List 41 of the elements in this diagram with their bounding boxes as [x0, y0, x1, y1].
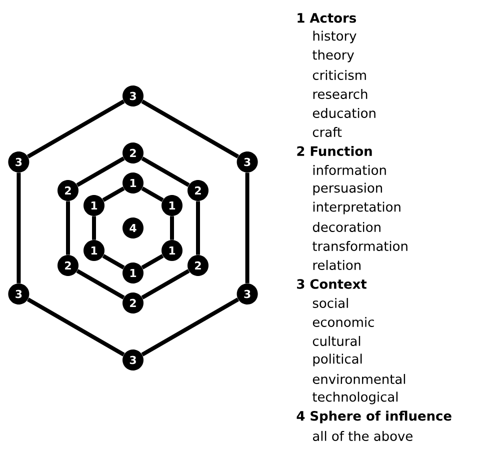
hexagon-side [102, 254, 125, 270]
list-item: technological [312, 392, 398, 404]
hexagon-side [141, 269, 190, 300]
list-item: all of the above [312, 430, 412, 441]
hexagon-side [16, 172, 21, 284]
hexagon-side [141, 156, 190, 187]
hexagon-side [26, 298, 125, 356]
hexagon-side [76, 269, 125, 300]
list-item: relation [313, 260, 360, 270]
list-item: political [313, 354, 362, 366]
hexagon-side [170, 216, 174, 240]
hexagon-side [141, 298, 240, 356]
list-item: cultural [312, 336, 360, 346]
hexagon-side [102, 186, 125, 202]
list-item: theory [312, 50, 354, 62]
list-item: transformation [312, 240, 408, 251]
list-item: interpretation [313, 202, 400, 214]
list-item: persuasion [313, 182, 382, 196]
hexagon-side [26, 100, 125, 158]
hexagon-side [245, 172, 250, 284]
hexagon-side [141, 186, 164, 202]
heading: 4 Sphere of influence [296, 410, 452, 424]
hexagon-side [196, 201, 200, 255]
list-item: information [313, 164, 386, 175]
hexagon-side [92, 216, 96, 240]
list-item: research [313, 88, 368, 99]
heading: 1 Actors [298, 13, 356, 23]
list-item: criticism [312, 70, 366, 80]
hexagon-side [141, 254, 164, 270]
list-item: history [313, 30, 356, 44]
list-item: environmental [312, 374, 406, 384]
hexagon-side [66, 201, 70, 255]
list-item: craft [312, 126, 342, 137]
hexagon-side [141, 100, 240, 158]
list-item: social [312, 298, 348, 308]
heading: 2 Function [297, 146, 372, 156]
list-item: education [312, 108, 376, 118]
heading: 3 Context [297, 279, 367, 289]
hexagon-side [76, 156, 125, 187]
list-item: decoration [312, 222, 380, 232]
list-item: economic [312, 316, 374, 327]
